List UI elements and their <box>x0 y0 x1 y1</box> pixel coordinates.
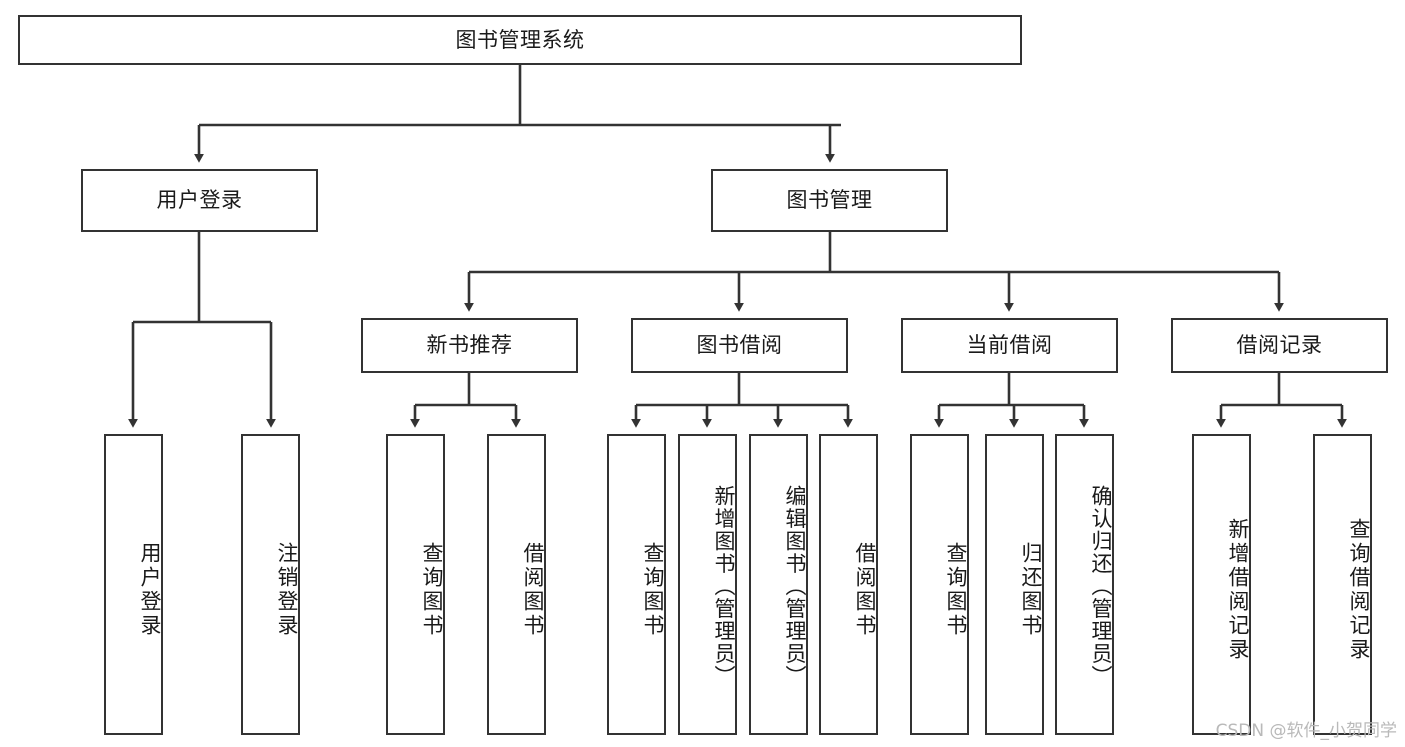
node-user-login-label: 用户登录 <box>156 188 243 213</box>
node-leaf-user-login[interactable]: 用户登录 <box>104 434 163 735</box>
node-leaf-logout-login-label: 注销登录 <box>275 541 299 638</box>
node-leaf-query-book-1-label: 查询图书 <box>420 541 444 638</box>
node-leaf-logout-login[interactable]: 注销登录 <box>241 434 300 735</box>
node-borrow-record[interactable]: 借阅记录 <box>1171 318 1388 373</box>
node-current-borrow-label: 当前借阅 <box>966 333 1053 358</box>
node-leaf-query-record[interactable]: 查询借阅记录 <box>1313 434 1372 735</box>
node-leaf-query-book-1[interactable]: 查询图书 <box>386 434 445 735</box>
node-leaf-confirm-return-label: 确认归还（管理员） <box>1089 484 1113 688</box>
node-leaf-query-record-label: 查询借阅记录 <box>1347 517 1371 662</box>
node-new-book-recommend[interactable]: 新书推荐 <box>361 318 578 373</box>
node-leaf-add-book[interactable]: 新增图书（管理员） <box>678 434 737 735</box>
node-new-book-recommend-label: 新书推荐 <box>426 333 513 358</box>
node-book-borrow-label: 图书借阅 <box>696 333 783 358</box>
node-leaf-borrow-book-1[interactable]: 借阅图书 <box>487 434 546 735</box>
node-leaf-add-record-label: 新增借阅记录 <box>1226 517 1250 662</box>
node-leaf-add-book-label: 新增图书（管理员） <box>712 484 736 688</box>
node-leaf-edit-book-label: 编辑图书（管理员） <box>783 484 807 688</box>
node-leaf-query-book-3-label: 查询图书 <box>944 541 968 638</box>
node-user-login[interactable]: 用户登录 <box>81 169 318 232</box>
node-leaf-user-login-label: 用户登录 <box>138 541 162 638</box>
node-leaf-add-record[interactable]: 新增借阅记录 <box>1192 434 1251 735</box>
node-root[interactable]: 图书管理系统 <box>18 15 1022 65</box>
node-book-manage[interactable]: 图书管理 <box>711 169 948 232</box>
node-leaf-confirm-return[interactable]: 确认归还（管理员） <box>1055 434 1114 735</box>
node-leaf-query-book-2-label: 查询图书 <box>641 541 665 638</box>
node-leaf-return-book-label: 归还图书 <box>1019 541 1043 638</box>
node-root-label: 图书管理系统 <box>455 27 585 52</box>
node-leaf-borrow-book-1-label: 借阅图书 <box>521 541 545 638</box>
node-leaf-borrow-book-2-label: 借阅图书 <box>853 541 877 638</box>
node-book-borrow[interactable]: 图书借阅 <box>631 318 848 373</box>
node-current-borrow[interactable]: 当前借阅 <box>901 318 1118 373</box>
node-borrow-record-label: 借阅记录 <box>1236 333 1323 358</box>
node-leaf-edit-book[interactable]: 编辑图书（管理员） <box>749 434 808 735</box>
node-leaf-borrow-book-2[interactable]: 借阅图书 <box>819 434 878 735</box>
node-leaf-return-book[interactable]: 归还图书 <box>985 434 1044 735</box>
node-book-manage-label: 图书管理 <box>786 188 873 213</box>
csdn-watermark: CSDN @软件_小贺同学 <box>1215 721 1397 741</box>
node-leaf-query-book-3[interactable]: 查询图书 <box>910 434 969 735</box>
node-leaf-query-book-2[interactable]: 查询图书 <box>607 434 666 735</box>
